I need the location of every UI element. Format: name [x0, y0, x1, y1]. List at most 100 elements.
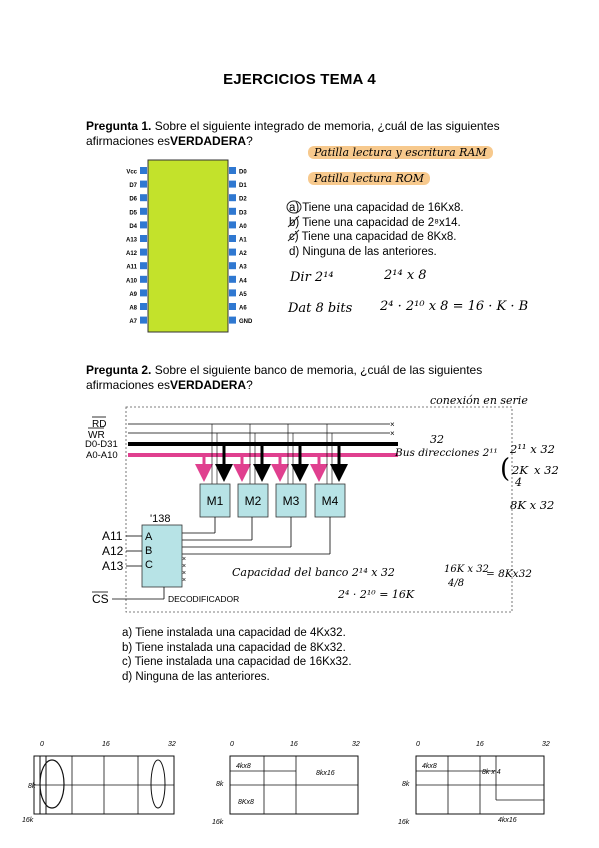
pin-label-right: A6 — [239, 306, 247, 312]
s3-tick-32: 32 — [542, 741, 550, 748]
s2-cell-3: 8Kx8 — [238, 799, 254, 806]
memory-map-sketches: 0 16 32 8k 16k 0 16 32 8k 16k 4kx8 8kx16… — [22, 741, 550, 826]
note-dat: Dat 8 bits — [288, 301, 353, 316]
pin-right — [229, 194, 236, 202]
pin-left — [140, 262, 147, 270]
pin-right — [229, 167, 236, 174]
note-calc2: 2⁴ · 2¹⁰ = 16K — [338, 588, 415, 601]
memory-module-label: M2 — [245, 494, 262, 508]
memory-module-label: M4 — [322, 494, 339, 508]
pin-left — [140, 180, 147, 188]
pin-label-left: A12 — [126, 251, 138, 257]
decoder-in-b: B — [145, 545, 152, 557]
s1-tick-0: 0 — [40, 741, 44, 748]
pin-left — [140, 194, 147, 202]
pin-label-right: A1 — [239, 238, 247, 244]
pin-left — [140, 248, 147, 256]
s3-cell-3: 4kx16 — [498, 817, 517, 824]
pin-label-left: D4 — [129, 224, 137, 230]
q1-marks — [286, 200, 302, 242]
note-cap: 2¹⁴ x 8 — [384, 268, 427, 283]
pin-right — [229, 235, 236, 242]
q1-option-c: c) Tiene una capacidad de 8Kx8. — [289, 231, 457, 243]
question-2-label: Pregunta 2. — [86, 363, 152, 377]
signal-rd: RD — [92, 419, 106, 430]
memory-module — [314, 483, 346, 518]
pin-label-right: D2 — [239, 197, 247, 203]
decoder-id: '138 — [150, 513, 170, 525]
note-r2a: 2K — [512, 463, 528, 477]
note-calc: 2⁴ · 2¹⁰ x 8 = 16 · K · B — [380, 299, 529, 314]
pin-label-left: A10 — [126, 278, 138, 284]
chip-body — [147, 159, 229, 333]
signal-wr: WR — [88, 430, 105, 441]
s2-cell-1: 4kx8 — [236, 763, 251, 770]
bank-frame — [125, 406, 513, 613]
pin-right — [229, 303, 236, 310]
pin-left — [140, 235, 147, 242]
decoder-label: DECODIFICADOR — [168, 594, 239, 604]
s2-label-8k: 8k — [216, 781, 224, 788]
note-serie: conexión en serie — [430, 394, 528, 407]
decoder-box — [141, 524, 183, 588]
question-2-text-2: afirmaciones es — [86, 378, 171, 392]
q2-option-d: d) Ninguna de las anteriores. — [122, 670, 270, 683]
q1-option-b: b) Tiene una capacidad de 2⁸x14. — [289, 216, 461, 229]
memory-module-label: M1 — [207, 494, 224, 508]
pin-right — [229, 207, 236, 215]
s3-tick-0: 0 — [416, 741, 420, 748]
pin-right — [229, 180, 236, 188]
pin-right — [229, 262, 236, 270]
input-a12: A12 — [102, 544, 124, 558]
decoder-unused-4: × — [182, 577, 186, 584]
memory-module — [275, 483, 307, 518]
pin-left — [140, 316, 147, 324]
s1-tick-32: 32 — [168, 741, 176, 748]
pin-left — [140, 275, 147, 283]
s2-label-16k: 16k — [212, 819, 224, 826]
s1-tick-16: 16 — [102, 741, 110, 748]
note-bus-num: 32 — [430, 433, 444, 446]
pin-label-left: A7 — [129, 319, 137, 325]
page-title: EJERCICIOS TEMA 4 — [223, 71, 376, 88]
pin-left — [140, 289, 147, 297]
s3-label-8k: 8k — [402, 781, 410, 788]
s3-tick-16: 16 — [476, 741, 484, 748]
pin-left — [140, 167, 147, 174]
note-r2b: x 32 — [534, 463, 559, 477]
note-r2c: 4 — [515, 476, 522, 489]
q2-option-b: b) Tiene instalada una capacidad de 8Kx3… — [122, 641, 346, 654]
pin-label-left: A13 — [126, 238, 138, 244]
question-2-mark: ? — [246, 378, 253, 392]
pin-label-right: A2 — [239, 251, 247, 257]
note-ram-text: Patilla lectura y escritura RAM — [308, 146, 493, 159]
note-r1: 2¹¹ x 32 — [510, 442, 555, 456]
input-a11: A11 — [102, 529, 123, 543]
question-2: Pregunta 2. Sobre el siguiente banco de … — [86, 363, 516, 393]
decoder-unused-3: × — [182, 570, 186, 577]
pin-right — [229, 316, 236, 324]
s2-tick-32: 32 — [352, 741, 360, 748]
question-1-label: Pregunta 1. — [86, 119, 152, 133]
note-capacidad: Capacidad del banco 2¹⁴ x 32 — [232, 566, 395, 579]
input-cs: CS — [92, 592, 109, 606]
q2-options: a) Tiene instalada una capacidad de 4Kx3… — [122, 626, 352, 684]
q1-option-d: d) Ninguna de las anteriores. — [289, 245, 437, 258]
memory-module-label: M3 — [283, 494, 300, 508]
pin-label-right: GND — [239, 319, 253, 325]
q2-option-c: c) Tiene instalada una capacidad de 16Kx… — [122, 656, 352, 668]
q1-options: a) Tiene una capacidad de 16Kx8. b) Tien… — [289, 201, 464, 259]
answer-circle — [286, 200, 302, 214]
note-rom: Patilla lectura ROM — [308, 172, 431, 185]
s2-tick-16: 16 — [290, 741, 298, 748]
question-2-text: Sobre el siguiente banco de memoria, ¿cu… — [154, 363, 483, 377]
note-rom-text: Patilla lectura ROM — [308, 172, 431, 185]
pin-left — [140, 303, 147, 310]
pin-label-left: Vcc — [126, 170, 137, 176]
input-a13: A13 — [102, 559, 124, 573]
pin-left — [140, 221, 147, 229]
signal-addr: A0-A10 — [86, 450, 118, 461]
rd-end: × — [390, 420, 395, 429]
s2-tick-0: 0 — [230, 741, 234, 748]
